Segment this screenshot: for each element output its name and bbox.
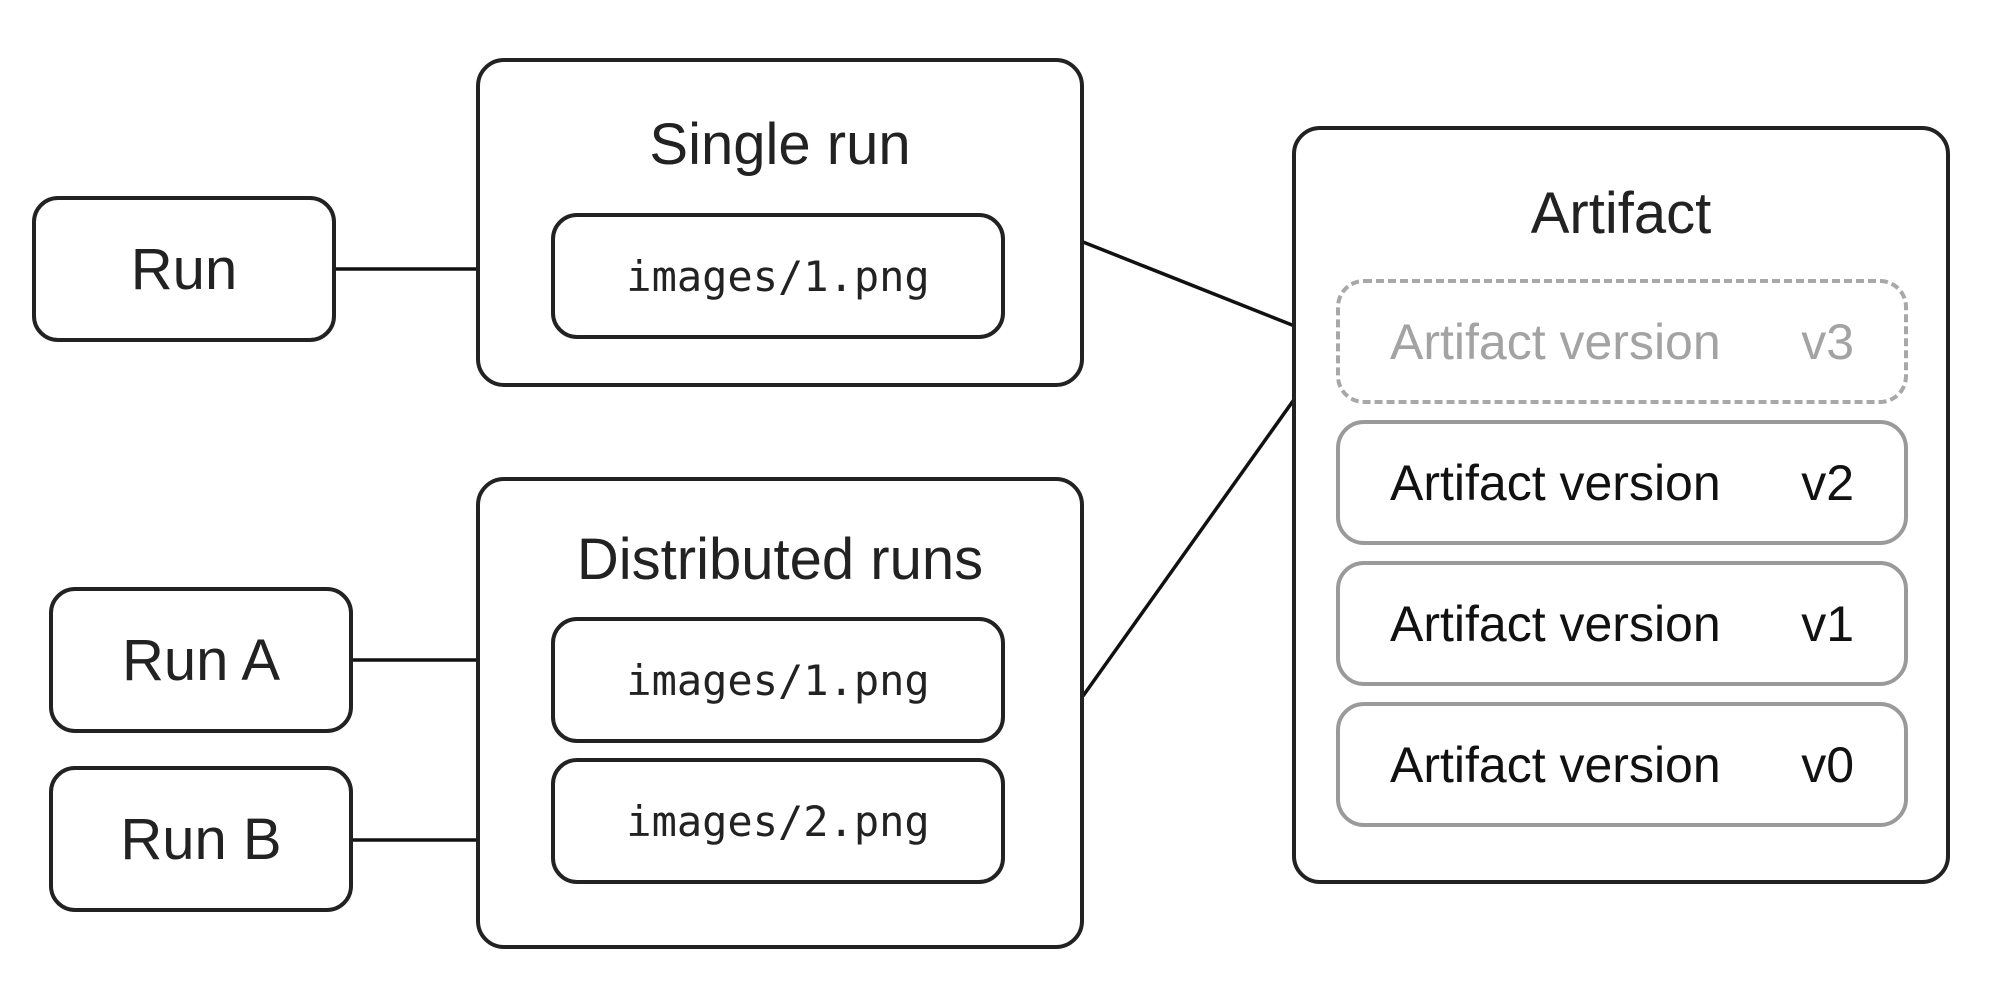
run-node: Run [32, 196, 336, 342]
distributed-runs-file-2: images/2.png [551, 758, 1005, 884]
artifact-version-v3: Artifact version v3 [1336, 279, 1908, 404]
run-b-node-label: Run B [120, 806, 282, 872]
distributed-runs-file-1: images/1.png [551, 617, 1005, 743]
run-a-node: Run A [49, 587, 353, 733]
single-run-file-1-label: images/1.png [626, 251, 930, 301]
artifact-version-v0: Artifact version v0 [1336, 702, 1908, 827]
artifact-version-v0-label: Artifact version [1390, 736, 1721, 793]
distributed-runs-file-1-label: images/1.png [626, 655, 930, 705]
artifact-version-v2-label: Artifact version [1390, 454, 1721, 511]
distributed-runs-file-2-label: images/2.png [626, 796, 930, 846]
run-node-label: Run [130, 236, 238, 302]
artifact-version-v3-tag: v3 [1801, 313, 1854, 370]
artifact-version-v2-tag: v2 [1801, 454, 1854, 511]
artifact-title: Artifact [1530, 181, 1712, 246]
artifact-version-v3-label: Artifact version [1390, 313, 1721, 370]
artifact-version-v1-tag: v1 [1801, 595, 1854, 652]
artifact-version-v1-label: Artifact version [1390, 595, 1721, 652]
run-b-node: Run B [49, 766, 353, 912]
single-run-file-1: images/1.png [551, 213, 1005, 339]
run-a-node-label: Run A [122, 627, 280, 693]
distributed-runs-title: Distributed runs [576, 527, 984, 592]
single-run-title: Single run [649, 112, 911, 177]
artifact-version-v1: Artifact version v1 [1336, 561, 1908, 686]
artifact-version-v2: Artifact version v2 [1336, 420, 1908, 545]
artifact-version-v0-tag: v0 [1801, 736, 1854, 793]
